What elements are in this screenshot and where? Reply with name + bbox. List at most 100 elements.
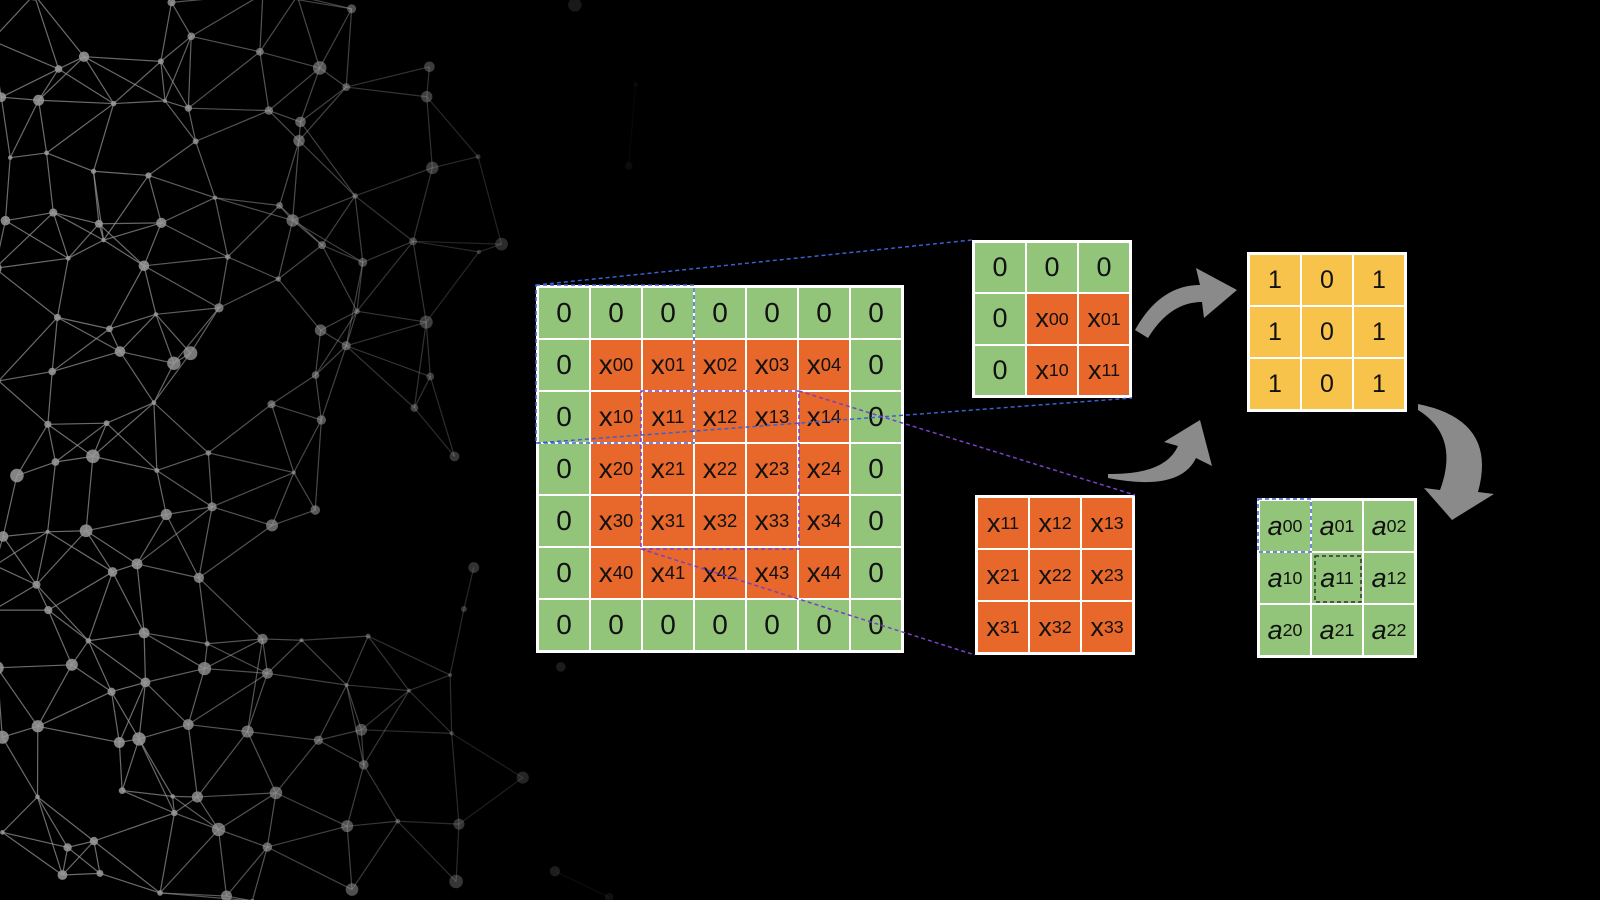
network-edge bbox=[98, 222, 162, 225]
cell-symbol: a bbox=[1371, 562, 1387, 593]
network-node bbox=[276, 202, 283, 209]
network-edge bbox=[279, 205, 323, 246]
cell-symbol: x bbox=[754, 453, 769, 484]
padding-cell: 0 bbox=[538, 339, 590, 391]
cell-value: 1 bbox=[1372, 265, 1386, 294]
cell-symbol: x bbox=[650, 349, 665, 380]
network-edge bbox=[0, 370, 53, 382]
network-edge bbox=[354, 195, 414, 242]
network-edge bbox=[143, 256, 228, 267]
padding-cell: 0 bbox=[974, 344, 1026, 396]
network-node bbox=[295, 116, 306, 128]
network-edge bbox=[246, 638, 264, 732]
network-node bbox=[131, 558, 143, 570]
network-edge bbox=[37, 0, 85, 58]
network-node bbox=[103, 420, 110, 427]
network-edge bbox=[138, 723, 189, 740]
network-edge bbox=[9, 99, 40, 158]
network-node bbox=[344, 682, 349, 688]
matrix-cell: 0 bbox=[1301, 358, 1353, 410]
network-node bbox=[0, 661, 4, 674]
network-edge bbox=[351, 820, 399, 890]
network-edge bbox=[2, 536, 37, 586]
network-node bbox=[448, 673, 453, 678]
network-edge bbox=[196, 731, 248, 798]
network-node bbox=[241, 725, 254, 738]
cell-symbol: a bbox=[1267, 510, 1283, 541]
network-node bbox=[53, 313, 61, 321]
network-node bbox=[255, 47, 264, 56]
network-edge bbox=[1, 96, 39, 101]
network-edge bbox=[118, 682, 146, 743]
network-edge bbox=[92, 455, 157, 472]
network-edge bbox=[345, 8, 353, 88]
network-edge bbox=[247, 730, 319, 741]
network-edge bbox=[166, 506, 213, 516]
network-edge bbox=[413, 240, 479, 253]
network-edge bbox=[397, 820, 459, 825]
network-edge bbox=[1, 736, 39, 798]
network-edge bbox=[429, 376, 456, 457]
network-edge bbox=[121, 738, 140, 791]
network-edge bbox=[458, 777, 524, 825]
network-edge bbox=[354, 167, 433, 197]
network-edge bbox=[367, 635, 451, 676]
network-edge bbox=[190, 0, 254, 37]
matrix-cell: 1 bbox=[1353, 254, 1405, 306]
cell-symbol: x bbox=[598, 401, 613, 432]
padding-cell: 0 bbox=[642, 287, 694, 339]
network-node bbox=[0, 830, 5, 835]
cell-symbol: x bbox=[1090, 611, 1104, 642]
network-node bbox=[475, 154, 481, 160]
network-edge bbox=[88, 640, 146, 683]
cell-value: 0 bbox=[1096, 252, 1112, 283]
network-node bbox=[406, 688, 412, 693]
network-edge bbox=[198, 524, 273, 579]
network-edge bbox=[297, 0, 321, 69]
network-edge bbox=[361, 729, 452, 734]
cell-value: 1 bbox=[1268, 265, 1282, 294]
network-edge bbox=[268, 67, 321, 112]
network-edge bbox=[198, 506, 213, 578]
network-edge bbox=[360, 690, 410, 731]
network-edge bbox=[83, 56, 166, 102]
network-edge bbox=[455, 824, 460, 882]
network-edge bbox=[187, 724, 198, 798]
network-node bbox=[220, 890, 232, 900]
network-node bbox=[207, 502, 217, 512]
network-node bbox=[132, 732, 146, 746]
network-node bbox=[468, 562, 480, 573]
cell-value: 0 bbox=[556, 349, 572, 380]
network-edge bbox=[108, 265, 145, 330]
network-edge bbox=[0, 212, 54, 265]
cell-value: 0 bbox=[992, 303, 1008, 334]
network-node bbox=[604, 892, 614, 900]
network-edge bbox=[345, 311, 358, 346]
network-edge bbox=[170, 2, 192, 37]
network-node bbox=[286, 214, 299, 227]
network-edge bbox=[267, 846, 353, 891]
network-edge bbox=[51, 328, 110, 373]
network-edge bbox=[356, 310, 427, 323]
network-edge bbox=[0, 316, 58, 381]
network-edge bbox=[37, 725, 120, 744]
cell-value: 0 bbox=[556, 401, 572, 432]
network-edge bbox=[259, 51, 270, 111]
cell-value: 0 bbox=[660, 297, 676, 328]
network-edge bbox=[320, 345, 347, 421]
network-edge bbox=[164, 36, 192, 102]
cell-value: 0 bbox=[868, 401, 884, 432]
network-edge bbox=[426, 96, 479, 158]
network-edge bbox=[136, 514, 167, 565]
network-edge bbox=[300, 86, 347, 123]
network-edge bbox=[345, 262, 364, 346]
network-node bbox=[85, 637, 92, 644]
network-edge bbox=[164, 100, 189, 109]
cell-symbol: a bbox=[1267, 614, 1283, 645]
